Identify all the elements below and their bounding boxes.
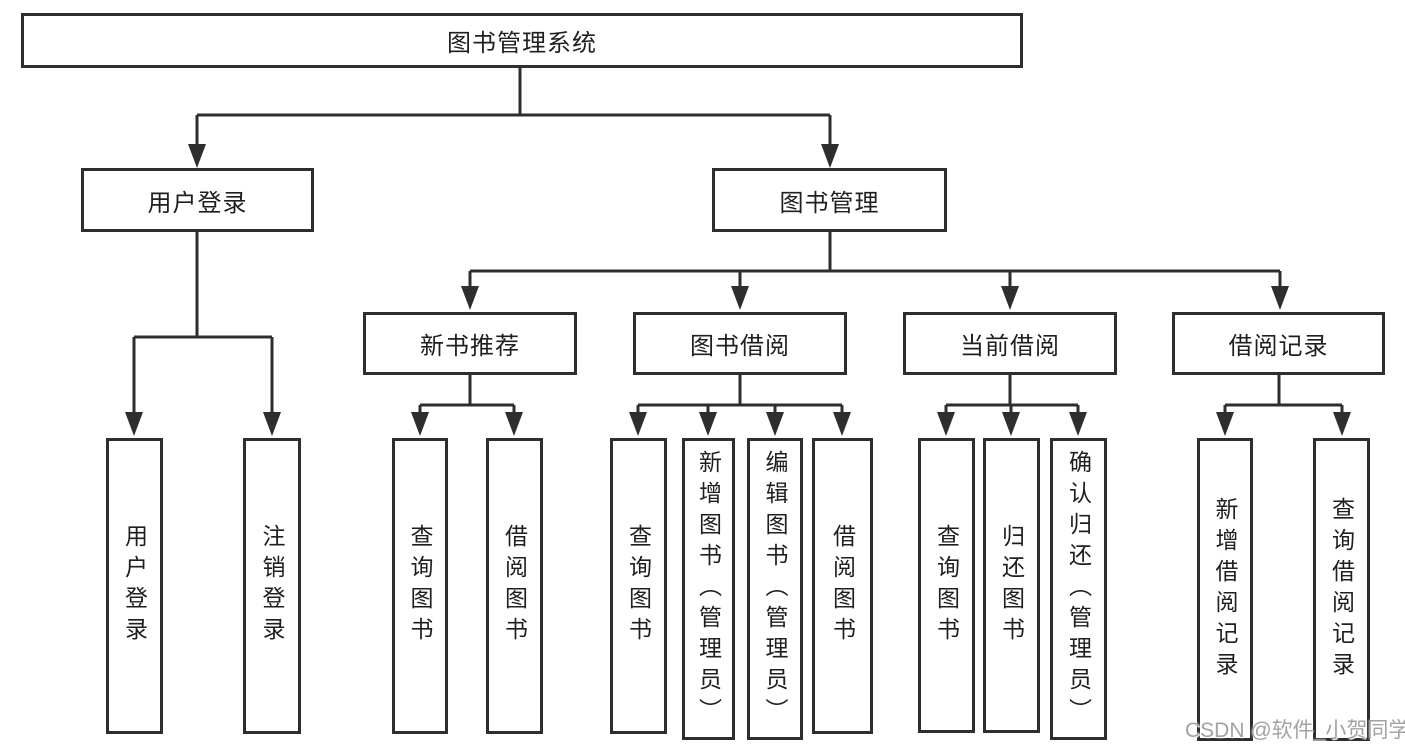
node-book-borrow: 图书借阅 (633, 312, 847, 375)
node-borrow-records: 借阅记录 (1172, 312, 1385, 375)
arrow-br-add (1216, 412, 1234, 436)
arrow-book-borrow (731, 286, 749, 310)
leaf-nb-borrow-books: 借阅图书 (486, 438, 543, 734)
arrow-user-login (188, 144, 206, 168)
leaf-bb-query-books: 查询图书 (610, 438, 667, 734)
arrow-bb-add (699, 412, 717, 436)
arrow-borrow-records (1271, 286, 1289, 310)
arrow-nb-query (411, 412, 429, 436)
arrow-br-query (1333, 412, 1351, 436)
arrow-cb-return (1002, 412, 1020, 436)
arrow-book-management (821, 144, 839, 168)
node-book-management-group: 图书管理 (712, 168, 947, 232)
arrow-current-borrow (1001, 286, 1019, 310)
node-root-system: 图书管理系统 (21, 13, 1023, 68)
node-user-login-group: 用户登录 (81, 168, 314, 232)
leaf-br-query-record: 查询借阅记录 (1313, 438, 1370, 741)
leaf-bb-borrow-books: 借阅图书 (812, 438, 873, 734)
leaf-bb-add-books-admin: 新增图书（管理员） (682, 438, 735, 740)
leaf-cb-return-books: 归还图书 (983, 438, 1040, 733)
leaf-cb-query-books: 查询图书 (918, 438, 975, 733)
arrow-new-book (461, 286, 479, 310)
arrow-nb-borrow (505, 412, 523, 436)
csdn-watermark: CSDN @软件_小贺同学 (1185, 719, 1405, 742)
arrow-bb-query (629, 412, 647, 436)
node-current-borrow: 当前借阅 (903, 312, 1117, 375)
arrow-leaf-logout (263, 412, 281, 436)
arrow-cb-query (937, 412, 955, 436)
leaf-bb-edit-books-admin: 编辑图书（管理员） (747, 438, 803, 740)
node-new-book-recommend: 新书推荐 (363, 312, 577, 375)
leaf-nb-query-books: 查询图书 (392, 438, 448, 734)
leaf-user-login: 用户登录 (106, 438, 163, 734)
arrow-bb-borrow (833, 412, 851, 436)
leaf-br-add-record: 新增借阅记录 (1197, 438, 1253, 741)
arrow-bb-edit (766, 412, 784, 436)
arrow-leaf-user-login (125, 412, 143, 436)
leaf-cb-confirm-return-admin: 确认归还（管理员） (1050, 438, 1107, 740)
arrow-cb-confirm (1069, 412, 1087, 436)
leaf-logout: 注销登录 (243, 438, 301, 734)
